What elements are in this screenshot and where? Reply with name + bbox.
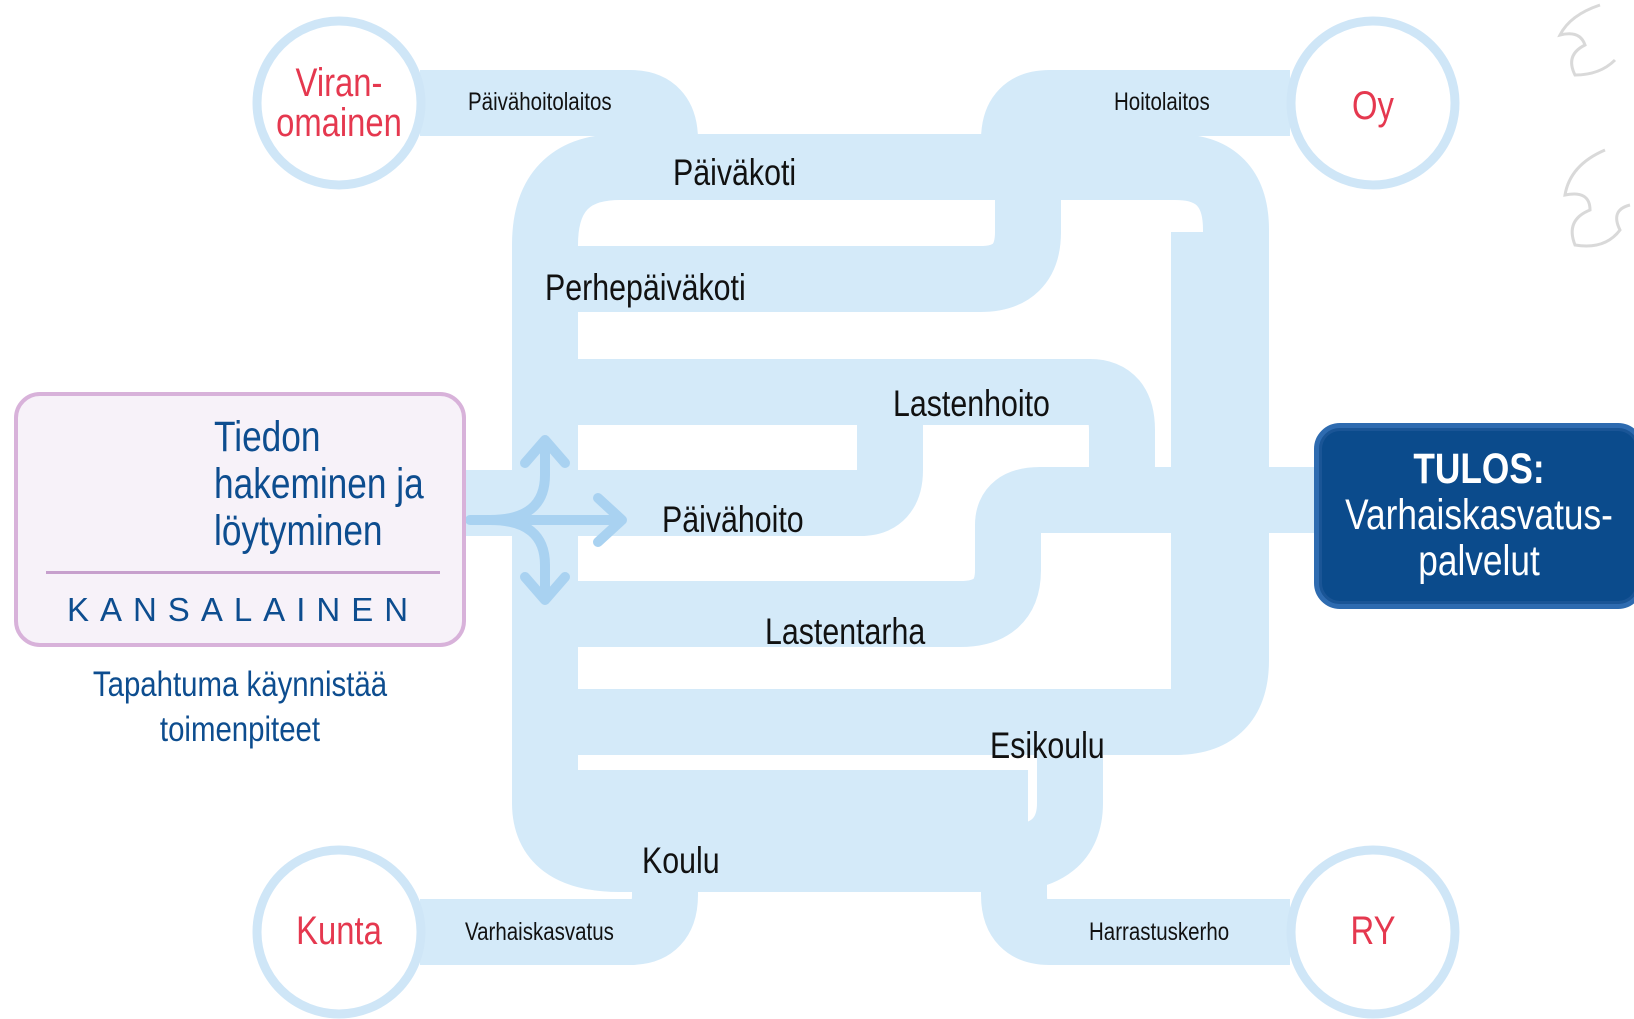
route-perhepaivakoti: Perhepäiväkoti [545, 267, 746, 308]
trigger-caption-line2: toimenpiteet [159, 710, 321, 749]
actor-kunta: Kunta [296, 909, 382, 953]
ornament-icon [1557, 3, 1631, 248]
route-paivakoti: Päiväkoti [673, 152, 797, 193]
circle-ry [1286, 845, 1460, 1019]
route-paivahoito: Päivähoito [662, 499, 804, 540]
link-hoitolaitos: Hoitolaitos [1114, 88, 1210, 116]
citizen-divider [46, 571, 440, 574]
link-paivahoitolaitos: Päivähoitolaitos [468, 88, 612, 116]
actor-circles [252, 16, 1460, 1019]
citizen-title-line2: hakeminen ja [214, 460, 424, 508]
route-lastentarha: Lastentarha [765, 611, 926, 652]
link-harrastuskerho: Harrastuskerho [1089, 918, 1230, 946]
citizen-title-line1: Tiedon [214, 413, 321, 461]
actor-viranomainen-line1: Viran- [295, 61, 383, 105]
citizen-role-label: KANSALAINEN [66, 591, 420, 628]
result-text: TULOS: Varhaiskasvatus- palvelut [1344, 446, 1615, 584]
circle-kunta [252, 845, 426, 1019]
result-panel [1314, 423, 1634, 609]
route-esikoulu: Esikoulu [990, 725, 1105, 766]
circle-oy [1286, 16, 1460, 190]
result-title: TULOS: [1413, 445, 1545, 493]
actor-ry: RY [1350, 909, 1396, 953]
citizen-panel [14, 392, 466, 647]
actor-viranomainen-line2: omainen [276, 101, 402, 145]
result-line1: Varhaiskasvatus- [1345, 491, 1613, 539]
route-lastenhoito: Lastenhoito [893, 383, 1050, 424]
pipe-network [420, 70, 1330, 965]
result-line2: palvelut [1418, 537, 1540, 585]
three-way-arrow-icon [465, 435, 627, 605]
circle-viranomainen [252, 16, 426, 190]
route-koulu: Koulu [642, 840, 720, 881]
citizen-title: Tiedon hakeminen ja löytyminen [214, 414, 424, 555]
trigger-caption: Tapahtuma käynnistää toimenpiteet [72, 662, 408, 752]
actor-viranomainen: Viran- omainen [265, 63, 413, 143]
citizen-title-line3: löytyminen [214, 507, 383, 555]
actor-oy: Oy [1352, 84, 1394, 128]
trigger-caption-line1: Tapahtuma käynnistää [92, 665, 388, 704]
link-varhaiskasvatus: Varhaiskasvatus [465, 918, 614, 946]
